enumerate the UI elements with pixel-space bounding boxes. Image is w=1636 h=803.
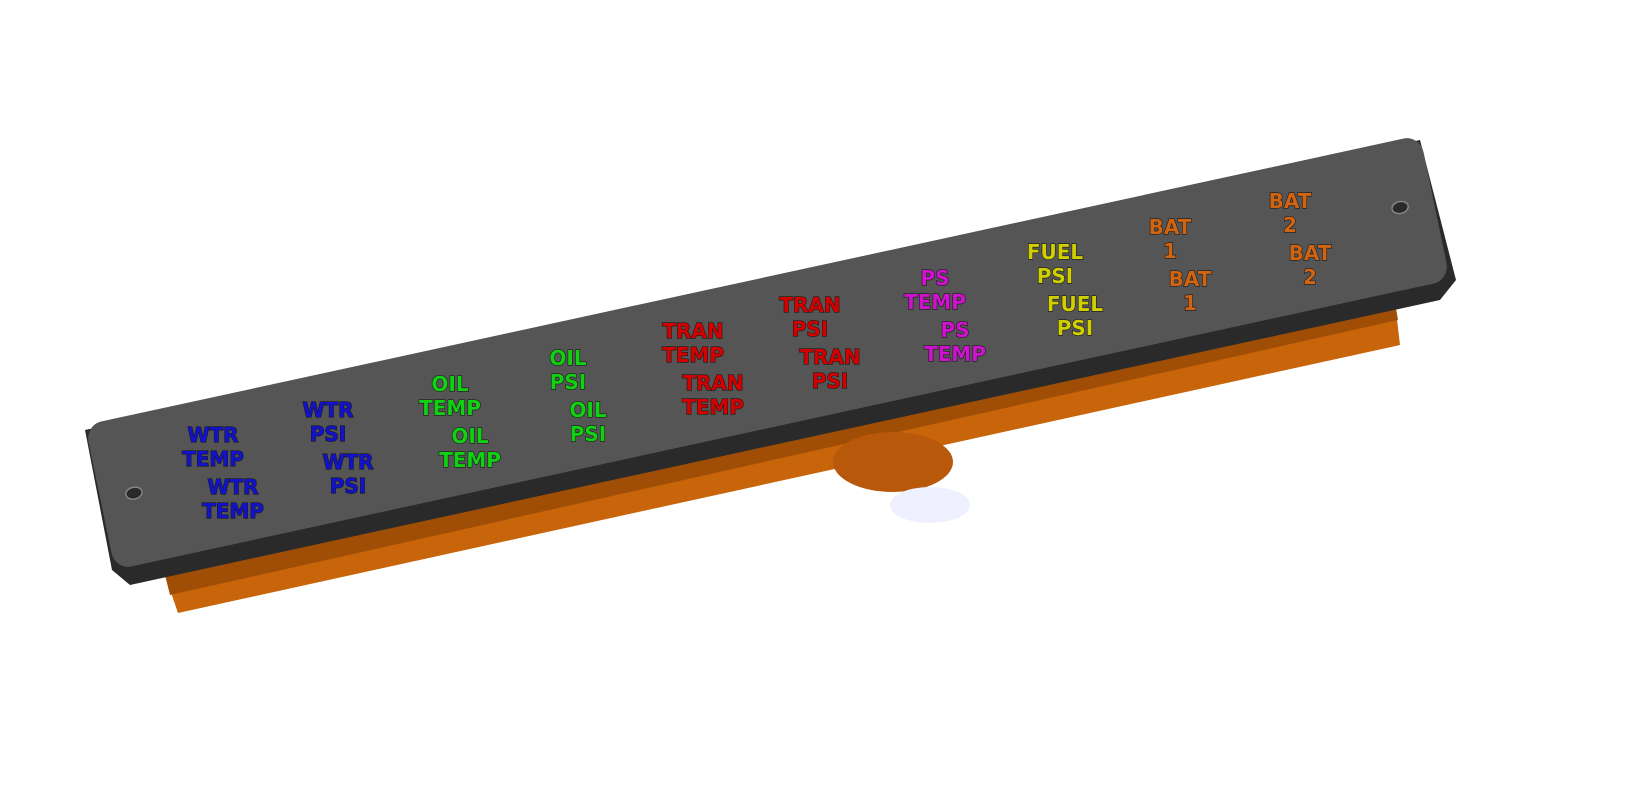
- mount-hole-left: [125, 486, 143, 500]
- gauge-label-line2: TEMP: [924, 342, 986, 366]
- gauge-label-line1: TRAN: [779, 293, 840, 317]
- panel-boss: [833, 432, 953, 492]
- boss-reflection: [890, 487, 970, 523]
- gauge-label-line2: 2: [1303, 265, 1317, 289]
- gauge-label-line1: BAT: [1149, 215, 1192, 239]
- gauge-label-line2: PSI: [310, 422, 347, 446]
- gauge-label-line2: 1: [1183, 291, 1197, 315]
- gauge-label-line2: PSI: [792, 317, 829, 341]
- gauge-label-line1: OIL: [431, 372, 468, 396]
- gauge-label-line2: TEMP: [439, 448, 501, 472]
- gauge-label-line1: PS: [940, 318, 969, 342]
- gauge-label-line2: 1: [1163, 239, 1177, 263]
- gauge-label-line1: WTR: [187, 423, 238, 447]
- gauge-label-line1: OIL: [549, 346, 586, 370]
- gauge-label-line1: BAT: [1289, 241, 1332, 265]
- gauge-label-line1: BAT: [1269, 189, 1312, 213]
- gauge-label-line2: TEMP: [682, 395, 744, 419]
- plate: [88, 138, 1447, 567]
- gauge-label-line1: WTR: [322, 450, 373, 474]
- gauge-label-line2: TEMP: [662, 343, 724, 367]
- gauge-label-line2: PSI: [1037, 264, 1074, 288]
- gauge-label-line2: PSI: [1057, 316, 1094, 340]
- gauge-label-line2: TEMP: [904, 290, 966, 314]
- gauge-label-line2: TEMP: [182, 447, 244, 471]
- gauge-label-line2: PSI: [550, 370, 587, 394]
- plate-face: [88, 138, 1447, 567]
- gauge-label-line2: PSI: [330, 474, 367, 498]
- gauge-label-line1: WTR: [302, 398, 353, 422]
- gauge-label-line1: TRAN: [662, 319, 723, 343]
- mount-hole-right: [1391, 200, 1409, 215]
- gauge-label-line1: WTR: [207, 475, 258, 499]
- gauge-label-line1: TRAN: [682, 371, 743, 395]
- gauge-label-line2: TEMP: [419, 396, 481, 420]
- gauge-labels: WTRTEMPWTRPSIOILTEMPOILPSITRANTEMPTRANPS…: [181, 188, 1332, 523]
- gauge-label-line2: PSI: [812, 369, 849, 393]
- gauge-label-line1: FUEL: [1047, 292, 1104, 316]
- gauge-label-line1: BAT: [1169, 267, 1212, 291]
- gauge-label-line2: 2: [1283, 213, 1297, 237]
- gauge-label-line2: TEMP: [202, 499, 264, 523]
- gauge-label-line1: OIL: [451, 424, 488, 448]
- gauge-label-line1: TRAN: [799, 345, 860, 369]
- gauge-label-line2: PSI: [570, 422, 607, 446]
- gauge-label-line1: FUEL: [1027, 240, 1084, 264]
- gauge-label-line1: PS: [920, 266, 949, 290]
- gauge-label-line1: OIL: [569, 398, 606, 422]
